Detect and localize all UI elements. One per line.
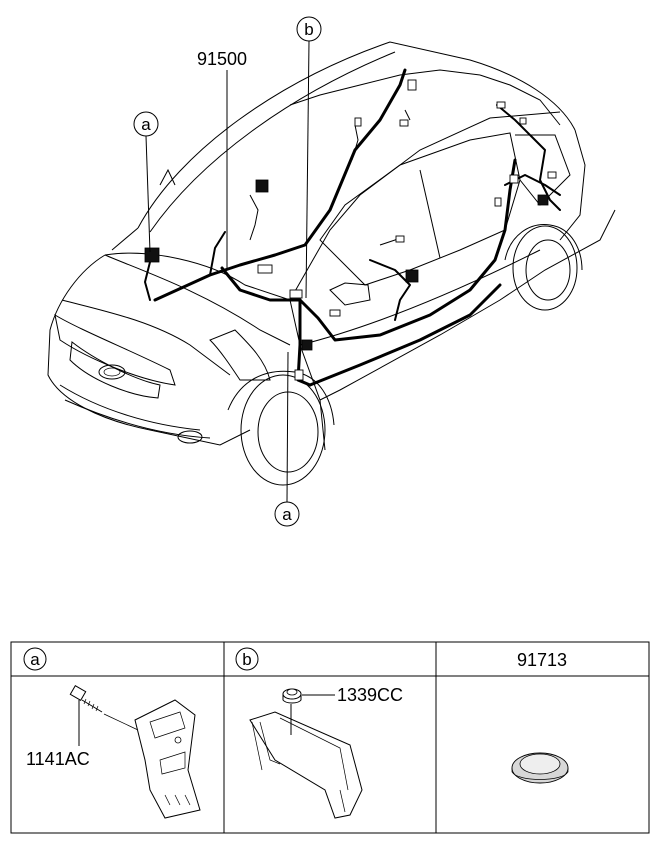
callout-a-bottom: a — [274, 351, 300, 527]
svg-text:a: a — [30, 650, 40, 669]
svg-text:a: a — [141, 115, 151, 134]
part-label-1141ac: 1141AC — [26, 749, 90, 769]
svg-text:b: b — [304, 20, 313, 39]
header-91713: 91713 — [517, 650, 567, 670]
plug-91713-illustration — [511, 752, 569, 784]
part-label-1339cc: 1339CC — [337, 685, 403, 705]
bolt-1141ac-illustration — [69, 684, 201, 819]
svg-text:91500: 91500 — [197, 49, 247, 69]
grommet-1339cc-illustration — [249, 688, 363, 819]
main-part-label: 91500 — [197, 49, 247, 268]
callout-b-top: b — [296, 16, 322, 299]
svg-text:b: b — [242, 650, 251, 669]
svg-text:a: a — [282, 505, 292, 524]
header-a: a — [23, 647, 47, 671]
header-b: b — [235, 647, 259, 671]
car-body — [47, 41, 616, 486]
wiring-harness — [144, 68, 561, 387]
callout-a-top: a — [133, 111, 159, 253]
legend-table: a b 91713 1141AC — [10, 641, 650, 834]
